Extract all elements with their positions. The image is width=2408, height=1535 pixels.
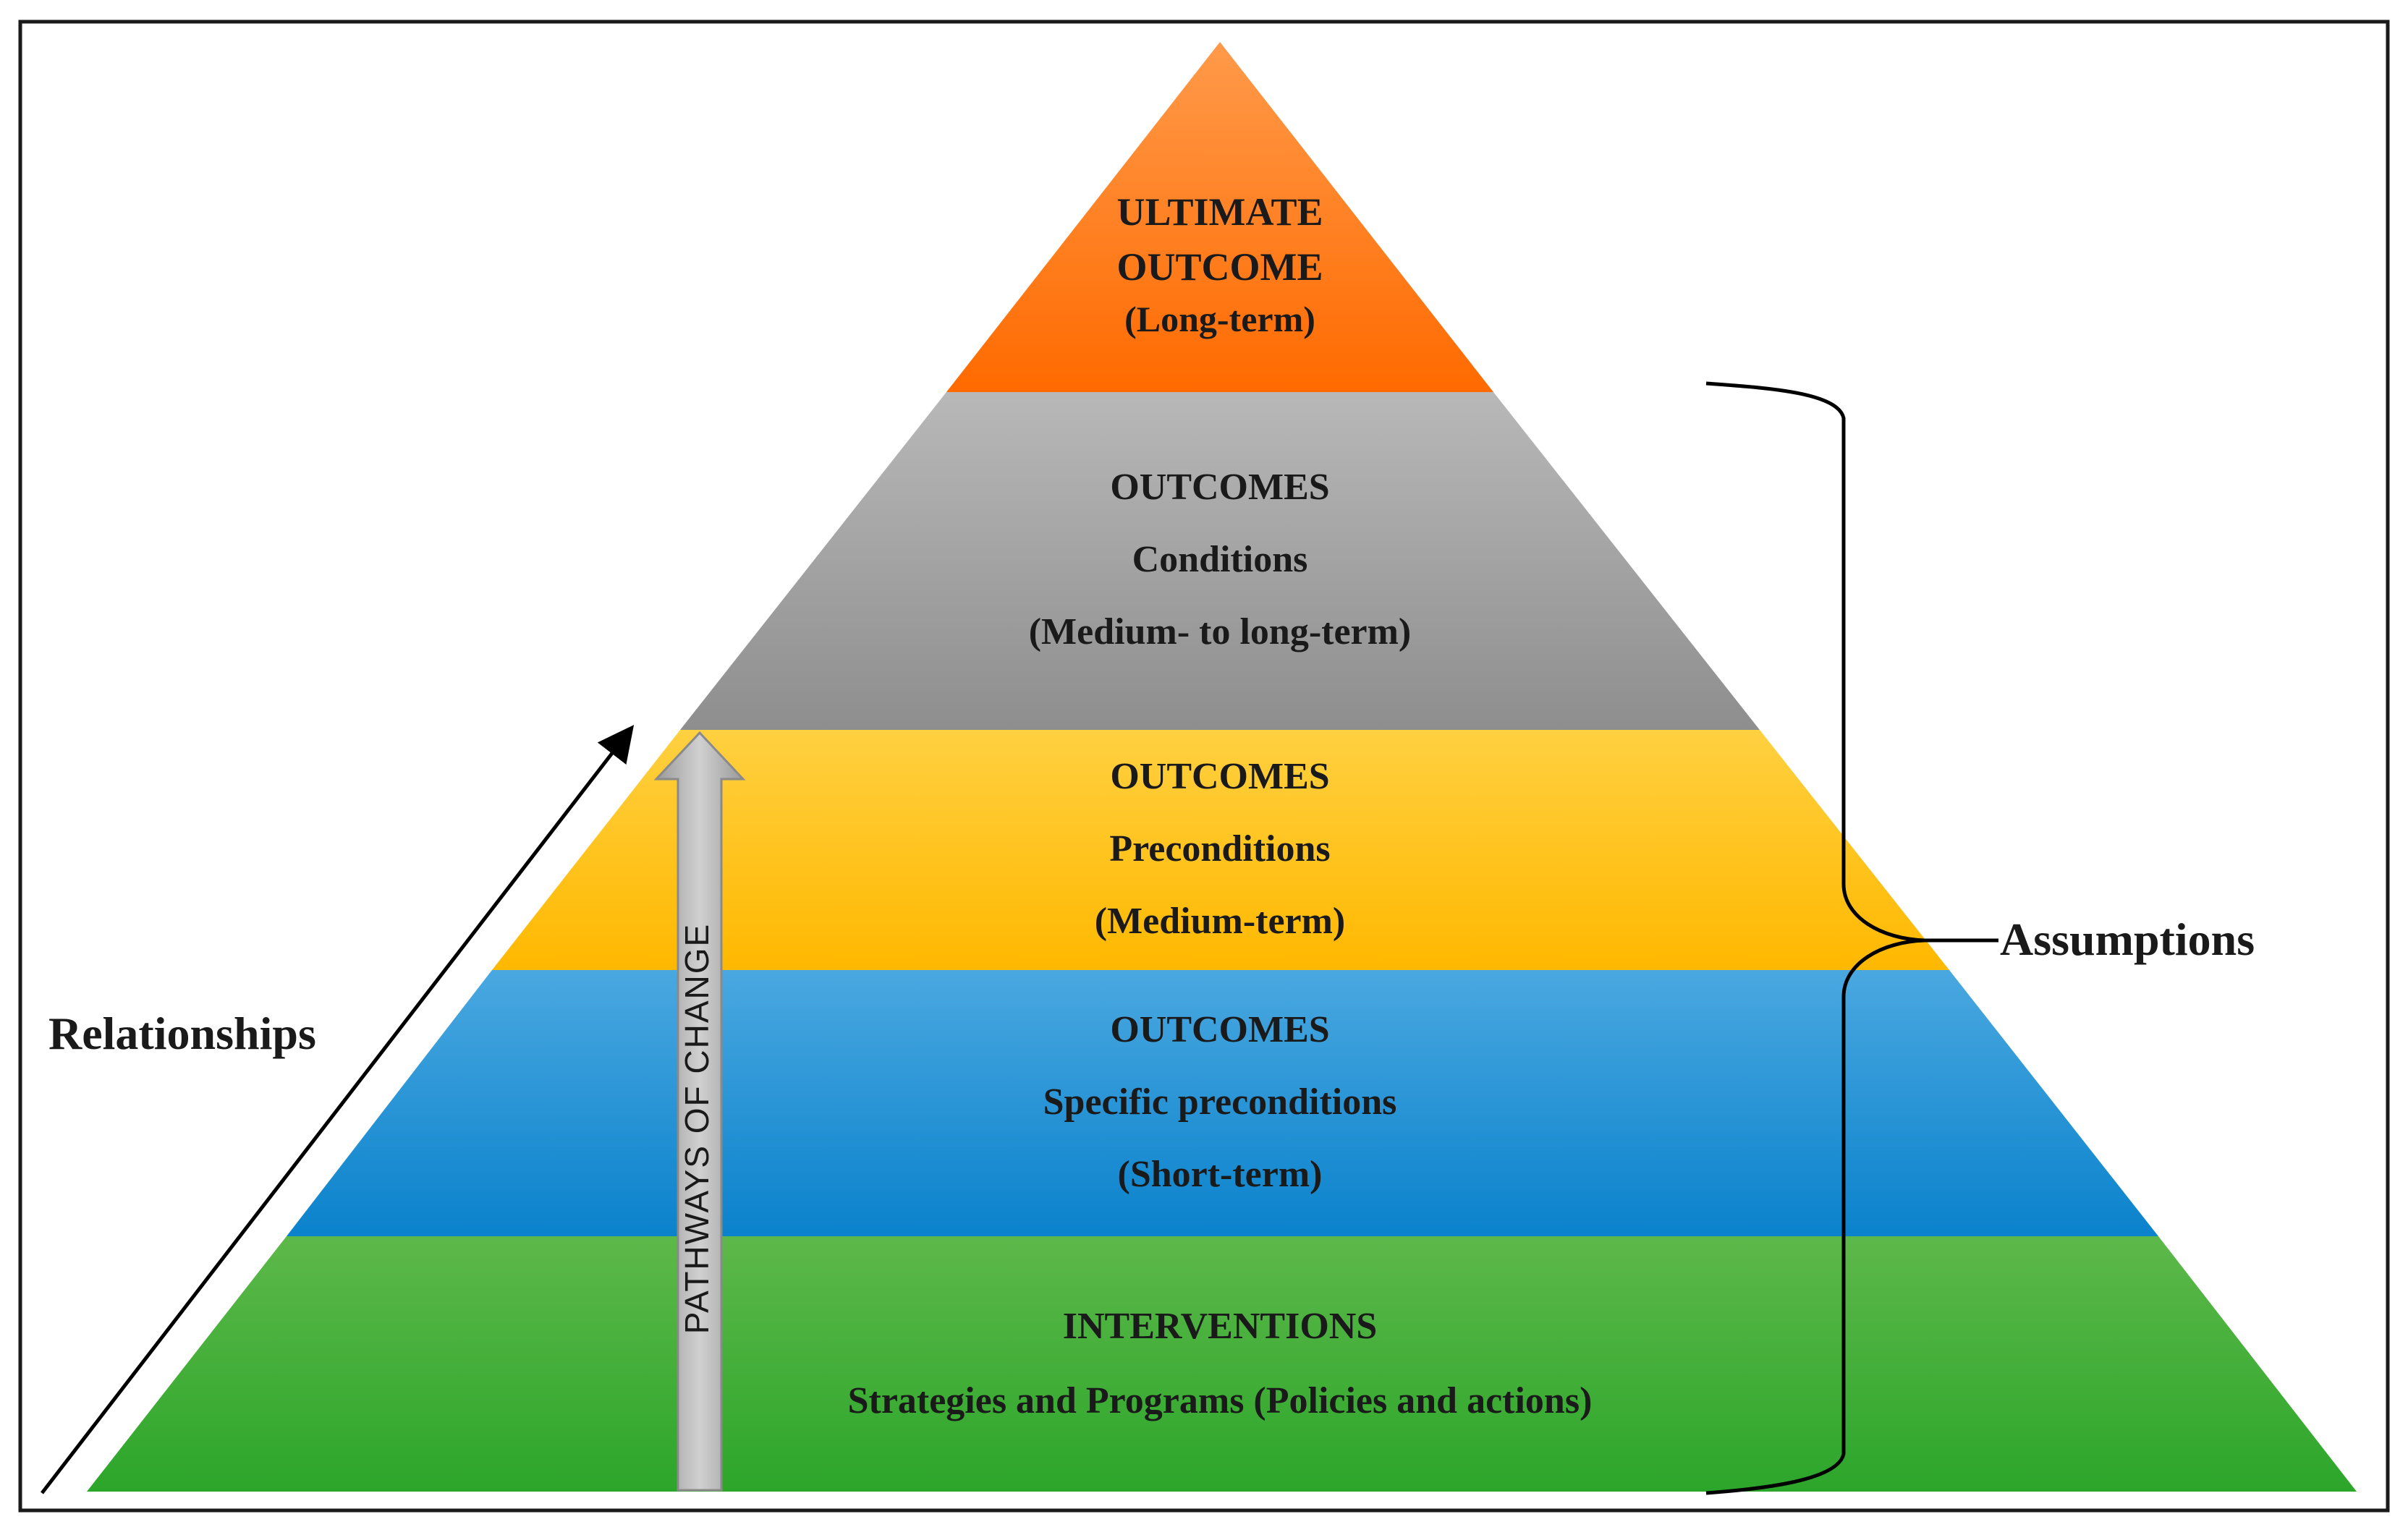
band-interventions xyxy=(87,1236,2357,1492)
relationships-arrow xyxy=(41,725,635,1494)
band-conditions xyxy=(680,392,1760,730)
conditions-line-2: Conditions xyxy=(1132,539,1308,580)
label-interventions: INTERVENTIONS Strategies and Programs (P… xyxy=(848,1306,1593,1421)
pathways-arrow: PATHWAYS OF CHANGE xyxy=(653,731,746,1492)
ultimate-line-2: OUTCOME xyxy=(1116,245,1323,289)
specific-line-3: (Short-term) xyxy=(1118,1154,1323,1195)
preconditions-line-3: (Medium-term) xyxy=(1095,901,1346,942)
preconditions-line-1: OUTCOMES xyxy=(1110,756,1329,797)
interventions-line-2: Strategies and Programs (Policies and ac… xyxy=(848,1380,1593,1421)
preconditions-line-2: Preconditions xyxy=(1109,828,1330,869)
label-specific: OUTCOMES Specific preconditions (Short-t… xyxy=(1043,1009,1397,1195)
conditions-line-3: (Medium- to long-term) xyxy=(1029,611,1412,652)
label-ultimate: ULTIMATE OUTCOME (Long-term) xyxy=(1116,190,1323,339)
pathways-arrow-shape xyxy=(653,731,746,1492)
label-conditions: OUTCOMES Conditions (Medium- to long-ter… xyxy=(1029,467,1412,652)
ultimate-line-3: (Long-term) xyxy=(1124,299,1315,339)
interventions-line-1: INTERVENTIONS xyxy=(1063,1306,1378,1347)
conditions-line-1: OUTCOMES xyxy=(1110,467,1329,508)
band-preconditions xyxy=(492,730,1949,970)
relationships-label: Relationships xyxy=(48,1008,316,1059)
ultimate-line-1: ULTIMATE xyxy=(1116,190,1323,234)
specific-line-1: OUTCOMES xyxy=(1110,1009,1329,1050)
pathways-label: PATHWAYS OF CHANGE xyxy=(678,923,716,1334)
label-preconditions: OUTCOMES Preconditions (Medium-term) xyxy=(1095,756,1346,942)
pyramid xyxy=(87,42,2357,1492)
specific-line-2: Specific preconditions xyxy=(1043,1081,1397,1123)
band-ultimate xyxy=(946,42,1493,392)
assumptions-label: Assumptions xyxy=(2000,914,2255,965)
band-specific xyxy=(287,970,2158,1236)
